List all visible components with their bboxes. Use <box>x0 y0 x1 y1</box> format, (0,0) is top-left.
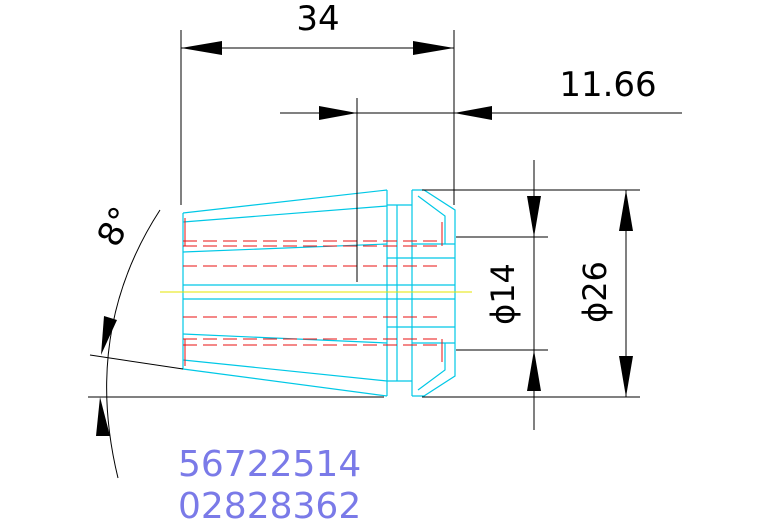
outer-diameter-label: ϕ26 <box>576 261 614 323</box>
nose-inner-bottom <box>417 343 446 391</box>
arrow-34-left <box>181 41 222 55</box>
length-dimension-label: 34 <box>296 0 339 39</box>
arrow-phi26-bottom <box>619 356 633 397</box>
hidden-lines <box>183 240 440 346</box>
arrow-phi14-bottom <box>527 350 541 391</box>
collet-top-taper <box>182 189 388 214</box>
slot-line-1 <box>182 205 388 223</box>
slot-line-2 <box>182 359 388 382</box>
taper-ext-line <box>89 354 184 370</box>
arrowheads <box>96 41 633 436</box>
angle-dimension-label: 8° <box>90 200 143 253</box>
collet-bottom-taper <box>182 368 388 397</box>
angle-arc <box>106 209 161 479</box>
bore-diameter-label: ϕ14 <box>484 263 522 325</box>
hidden-ends <box>184 218 443 366</box>
arrow-1166-left <box>319 106 357 120</box>
arrow-angle-bottom <box>96 397 110 436</box>
collet-outline <box>182 189 456 397</box>
id-code-line-2: 02828362 <box>178 486 361 523</box>
offset-dimension-label: 11.66 <box>559 65 656 105</box>
arrow-phi14-top <box>527 196 541 237</box>
id-code-line-1: 56722514 <box>178 444 361 485</box>
nose-top <box>412 189 456 397</box>
arrow-34-right <box>413 41 454 55</box>
arrow-angle-top <box>101 316 117 355</box>
arrow-phi26-top <box>619 190 633 231</box>
slot-line-3 <box>182 243 388 253</box>
nose-inner-top <box>417 195 446 244</box>
arrow-1166-right <box>454 106 492 120</box>
